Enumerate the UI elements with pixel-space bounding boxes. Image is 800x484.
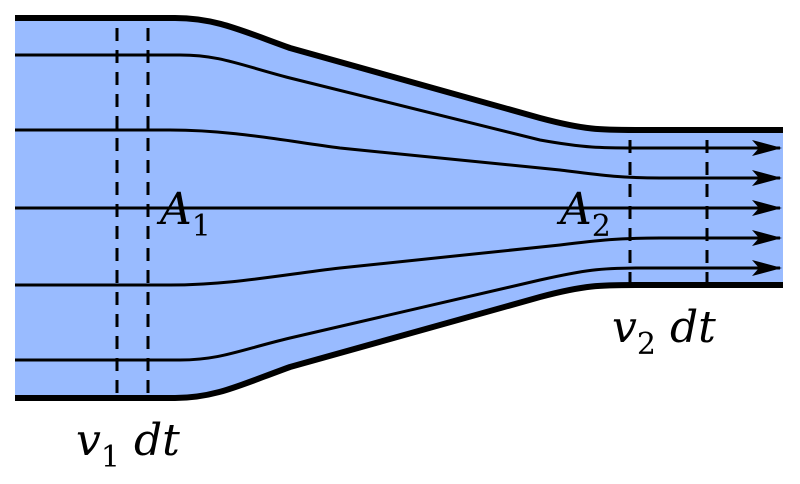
label-a1-main: A bbox=[156, 184, 192, 235]
label-v1dt-main: v bbox=[76, 415, 101, 466]
pipe-wall-top bbox=[15, 15, 783, 133]
streamline-4 bbox=[15, 230, 782, 287]
label-v1dt: v1 dt bbox=[76, 415, 180, 475]
pipe-wall-bottom bbox=[15, 282, 783, 401]
streamline-2 bbox=[15, 128, 782, 186]
label-v2dt-sub: 2 bbox=[637, 327, 656, 362]
label-a2-sub: 2 bbox=[592, 209, 611, 244]
label-a1-sub: 1 bbox=[192, 209, 211, 244]
label-v2dt-main: v bbox=[612, 302, 637, 353]
label-v2dt-tail: dt bbox=[656, 302, 716, 353]
label-a2: A2 bbox=[556, 184, 611, 244]
pipe-walls bbox=[15, 15, 783, 401]
label-a1: A1 bbox=[156, 184, 211, 244]
cross-section-markers bbox=[115, 28, 709, 398]
label-v2dt: v2 dt bbox=[612, 302, 716, 362]
label-v1dt-sub: 1 bbox=[101, 440, 120, 475]
streamline-5 bbox=[15, 260, 782, 362]
label-v1dt-tail: dt bbox=[120, 415, 180, 466]
streamlines bbox=[15, 53, 782, 362]
streamline-1 bbox=[15, 53, 782, 156]
label-a2-main: A bbox=[556, 184, 592, 235]
